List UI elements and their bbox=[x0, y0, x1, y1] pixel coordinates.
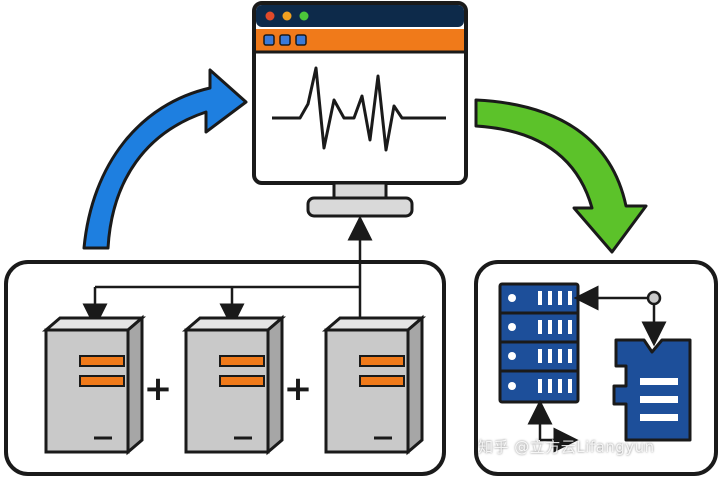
curved-arrow-green-icon bbox=[474, 98, 648, 254]
window-toolbar bbox=[256, 29, 464, 51]
tower-server-icon bbox=[321, 314, 427, 456]
window-dot-red bbox=[265, 11, 275, 21]
plus-icon: + bbox=[144, 369, 173, 409]
storage-connectors bbox=[527, 285, 667, 453]
monitor-icon bbox=[252, 1, 468, 218]
plus-icon: + bbox=[284, 369, 313, 409]
monitor-base bbox=[306, 196, 414, 218]
tower-server-icon bbox=[181, 314, 287, 456]
watermark-text: 知乎 @立方云Lifangyun bbox=[478, 438, 655, 456]
junction-dot bbox=[646, 290, 662, 306]
window-dot-green bbox=[299, 11, 309, 21]
server-rack-icon bbox=[498, 282, 580, 404]
waveform bbox=[272, 66, 446, 152]
curved-arrow-blue-icon bbox=[82, 68, 248, 250]
cluster-connectors bbox=[82, 215, 373, 329]
memory-card-icon bbox=[612, 338, 692, 442]
window-titlebar bbox=[256, 5, 464, 27]
window-dot-orange bbox=[282, 11, 292, 21]
tower-server-icon bbox=[41, 314, 147, 456]
